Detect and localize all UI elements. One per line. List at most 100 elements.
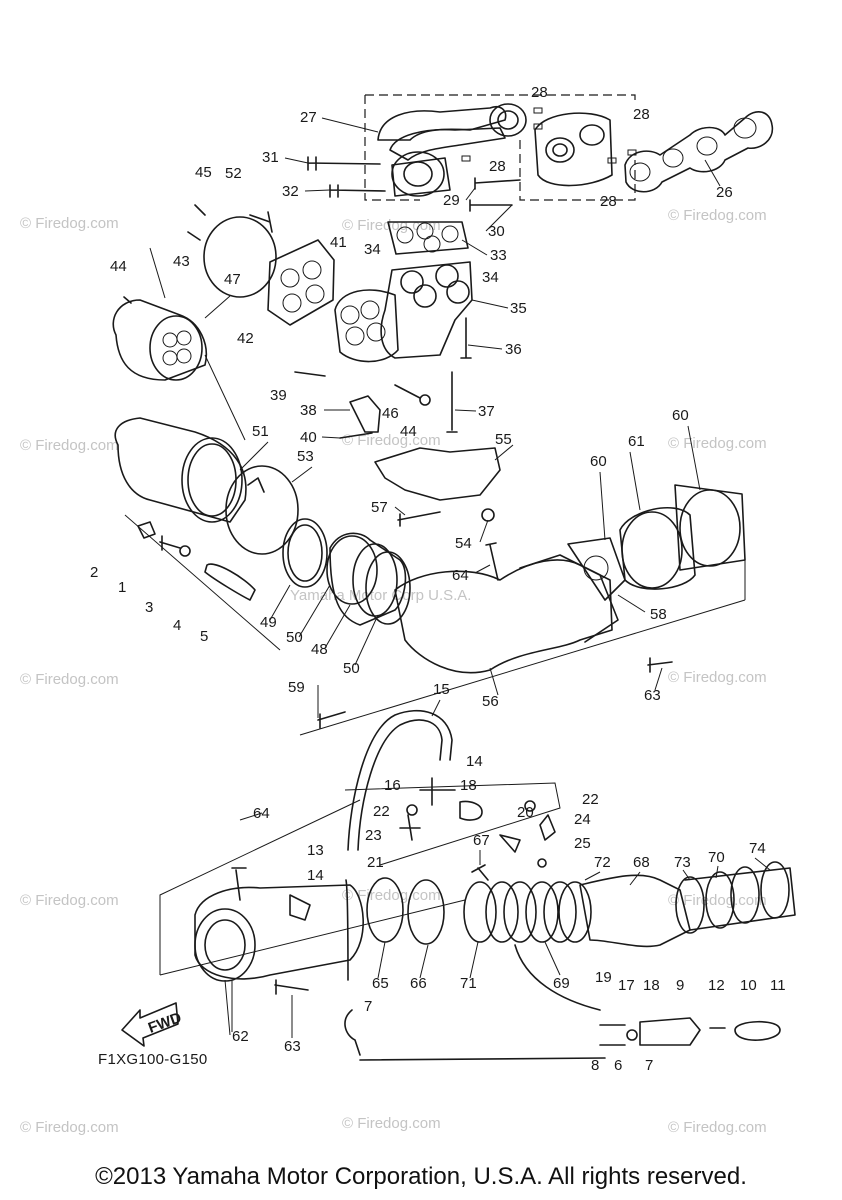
callout-47: 47 — [224, 271, 241, 288]
callout-12: 12 — [708, 977, 725, 994]
water-hose-group — [344, 709, 561, 868]
callout-13: 13 — [307, 842, 324, 859]
callout-69: 69 — [553, 975, 570, 992]
watermark: © Firedog.com — [20, 671, 119, 688]
callout-28c: 28 — [489, 158, 506, 175]
callout-61: 61 — [628, 433, 645, 450]
watermarks: © Firedog.com © Firedog.com © Firedog.co… — [20, 207, 767, 1136]
watermark: © Firedog.com — [20, 215, 119, 232]
callout-1: 1 — [118, 579, 126, 596]
watermark: © Firedog.com — [342, 432, 441, 449]
callout-52: 52 — [225, 165, 242, 182]
callout-28b: 28 — [633, 106, 650, 123]
callout-14a: 14 — [307, 867, 324, 884]
callout-24: 24 — [574, 811, 591, 828]
callout-60b: 60 — [672, 407, 689, 424]
callout-21: 21 — [367, 854, 384, 871]
watermark: © Firedog.com — [342, 887, 441, 904]
callout-65: 65 — [372, 975, 389, 992]
callout-38: 38 — [300, 402, 317, 419]
callout-28a: 28 — [531, 84, 548, 101]
callout-34a: 34 — [364, 241, 381, 258]
callout-71: 71 — [460, 975, 477, 992]
callout-22a: 22 — [373, 803, 390, 820]
leader-lines — [224, 117, 771, 1038]
watermark: © Firedog.com — [668, 1119, 767, 1136]
callout-41: 41 — [330, 234, 347, 251]
callout-49: 49 — [260, 614, 277, 631]
callout-60a: 60 — [590, 453, 607, 470]
callout-35: 35 — [510, 300, 527, 317]
callout-58: 58 — [650, 606, 667, 623]
callout-32: 32 — [282, 183, 299, 200]
callout-3: 3 — [145, 599, 153, 616]
callout-64a: 64 — [452, 567, 469, 584]
watermark: © Firedog.com — [342, 1115, 441, 1132]
callout-42: 42 — [237, 330, 254, 347]
callout-63a: 63 — [644, 687, 661, 704]
watermark: © Firedog.com — [20, 437, 119, 454]
callout-45: 45 — [195, 164, 212, 181]
callout-43: 43 — [173, 253, 190, 270]
callout-7b: 7 — [645, 1057, 653, 1074]
exhaust-manifold-group — [307, 94, 774, 212]
callout-62: 62 — [232, 1028, 249, 1045]
exhaust-pipe-56-group — [299, 447, 746, 736]
callout-10: 10 — [740, 977, 757, 994]
callout-23: 23 — [365, 827, 382, 844]
callout-11: 11 — [770, 977, 786, 994]
hardware-1-5 — [124, 514, 281, 651]
callout-50b: 50 — [343, 660, 360, 677]
diagram-code: F1XG100-G150 — [98, 1051, 208, 1068]
tail-pipe-group — [159, 799, 796, 1061]
callout-39: 39 — [270, 387, 287, 404]
callout-70: 70 — [708, 849, 725, 866]
watermark: © Firedog.com — [668, 435, 767, 452]
callout-27: 27 — [300, 109, 317, 126]
muffler-51-group — [114, 417, 328, 588]
callout-5: 5 — [200, 628, 208, 645]
callout-31: 31 — [262, 149, 279, 166]
callout-18a: 18 — [460, 777, 477, 794]
watermark: © Firedog.com — [342, 217, 441, 234]
callout-19: 19 — [595, 969, 612, 986]
callout-15: 15 — [433, 681, 450, 698]
callout-63b: 63 — [284, 1038, 301, 1055]
watermark: © Firedog.com — [668, 892, 767, 909]
watermark: © Firedog.com — [20, 1119, 119, 1136]
callout-9: 9 — [676, 977, 684, 994]
callout-labels: 1 2 3 4 5 6 7 7 8 9 10 11 12 13 14 14 15… — [90, 84, 786, 1074]
callout-37: 37 — [478, 403, 495, 420]
callout-30: 30 — [488, 223, 505, 240]
callout-74: 74 — [749, 840, 766, 857]
callout-68: 68 — [633, 854, 650, 871]
callout-46: 46 — [382, 405, 399, 422]
callout-73: 73 — [674, 854, 691, 871]
callout-67: 67 — [473, 832, 490, 849]
callout-54: 54 — [455, 535, 472, 552]
callout-6: 6 — [614, 1057, 622, 1074]
callout-7a: 7 — [364, 998, 372, 1015]
manifold-35-group — [294, 221, 473, 439]
callout-48: 48 — [311, 641, 328, 658]
callout-8: 8 — [591, 1057, 599, 1074]
callout-20: 20 — [517, 804, 534, 821]
callout-50a: 50 — [286, 629, 303, 646]
copyright-notice: ©2013 Yamaha Motor Corporation, U.S.A. A… — [95, 1163, 747, 1190]
callout-29: 29 — [443, 192, 460, 209]
callout-51: 51 — [252, 423, 269, 440]
callout-2: 2 — [90, 564, 98, 581]
callout-4: 4 — [173, 617, 181, 634]
callout-14b: 14 — [466, 753, 483, 770]
watermark: © Firedog.com — [668, 669, 767, 686]
callout-66: 66 — [410, 975, 427, 992]
callout-53: 53 — [297, 448, 314, 465]
watermark: © Firedog.com — [20, 892, 119, 909]
callout-72: 72 — [594, 854, 611, 871]
callout-44a: 44 — [110, 258, 127, 275]
callout-28d: 28 — [600, 193, 617, 210]
callout-33: 33 — [490, 247, 507, 264]
callout-57: 57 — [371, 499, 388, 516]
callout-59: 59 — [288, 679, 305, 696]
